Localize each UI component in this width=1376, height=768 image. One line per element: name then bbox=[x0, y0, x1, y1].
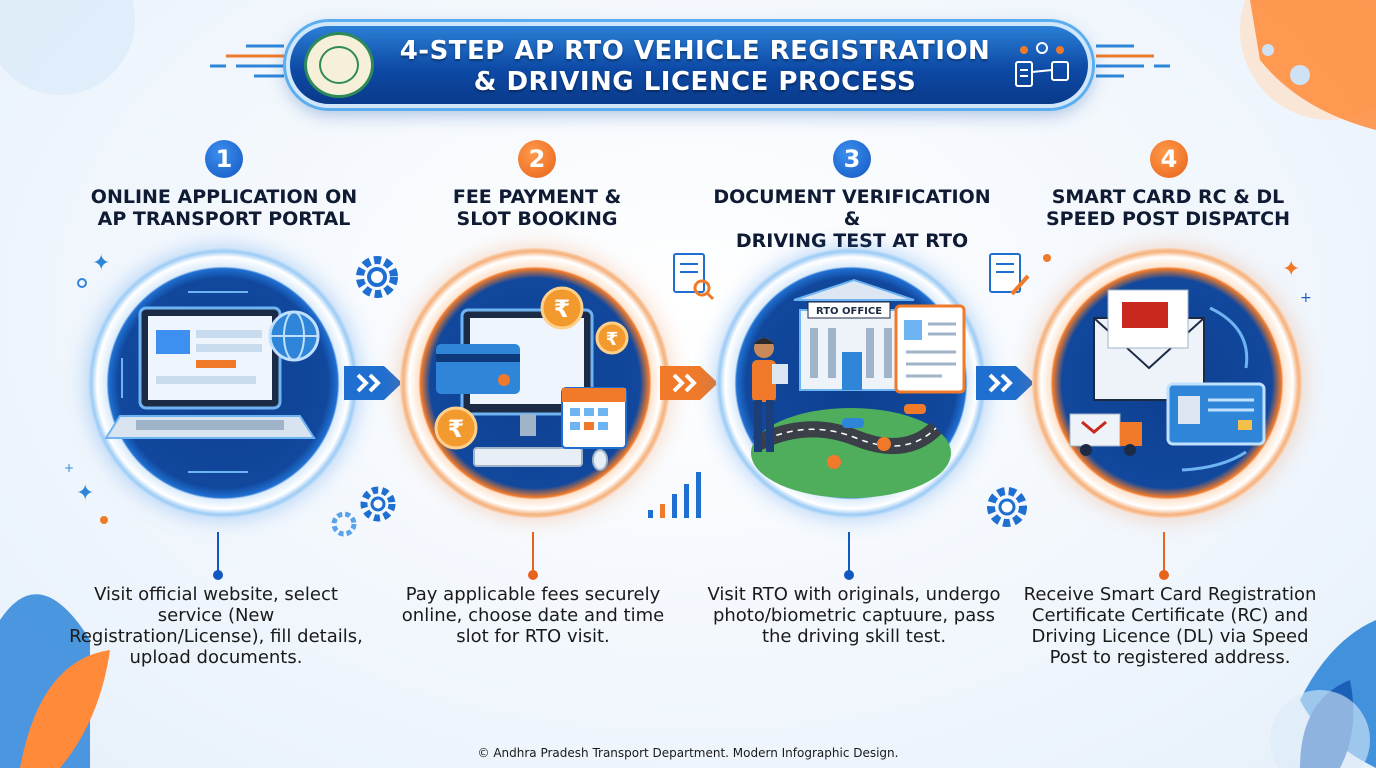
step-1-heading: ONLINE APPLICATION ON AP TRANSPORT PORTA… bbox=[90, 186, 358, 230]
svg-text:✦: ✦ bbox=[76, 481, 94, 506]
workflow-icon bbox=[1015, 42, 1069, 87]
step-4-connector bbox=[1159, 532, 1169, 580]
banner-left-lines bbox=[210, 44, 284, 78]
speed-post-card-icon bbox=[1032, 248, 1302, 518]
laptop-globe-icon bbox=[88, 248, 358, 518]
step-4-heading: SMART CARD RC & DL SPEED POST DISPATCH bbox=[1045, 186, 1291, 230]
step-2-heading: FEE PAYMENT & SLOT BOOKING bbox=[452, 186, 622, 230]
step-2-connector bbox=[528, 532, 538, 580]
footer-copyright: © Andhra Pradesh Transport Department. M… bbox=[477, 746, 899, 760]
gear-icon bbox=[331, 511, 357, 537]
svg-text:₹: ₹ bbox=[448, 415, 465, 443]
payment-calendar-icon: ₹ ₹ ₹ bbox=[400, 248, 670, 518]
title-line-1: 4-STEP AP RTO VEHICLE REGISTRATION bbox=[399, 36, 991, 66]
gear-icon bbox=[987, 487, 1027, 527]
bar-chart-icon bbox=[648, 472, 701, 518]
chevron-right-icon bbox=[976, 366, 1034, 400]
page-title: 4-STEP AP RTO VEHICLE REGISTRATION & DRI… bbox=[385, 36, 1005, 98]
banner-right-lines bbox=[1096, 44, 1170, 78]
svg-text:₹: ₹ bbox=[554, 295, 571, 323]
step-1-description: Visit official website, select service (… bbox=[69, 584, 363, 668]
step-2-description: Pay applicable fees securely online, cho… bbox=[401, 584, 665, 647]
chevron-right-icon bbox=[344, 366, 402, 400]
step-4-number: 4 bbox=[1150, 140, 1188, 178]
step-1-connector bbox=[213, 532, 223, 580]
step-2-number: 2 bbox=[518, 140, 556, 178]
rto-office-icon: RTO OFFICE bbox=[716, 248, 986, 518]
step-3-number: 3 bbox=[833, 140, 871, 178]
svg-text:+: + bbox=[64, 461, 74, 475]
step-3-connector bbox=[844, 532, 854, 580]
document-edit-icon bbox=[989, 253, 1030, 296]
step-1-number: 1 bbox=[205, 140, 243, 178]
svg-text:+: + bbox=[1300, 290, 1312, 306]
svg-text:₹: ₹ bbox=[606, 329, 619, 350]
gear-icon bbox=[360, 486, 396, 522]
svg-text:✦: ✦ bbox=[92, 251, 110, 276]
step-4-description: Receive Smart Card Registration Certific… bbox=[1023, 584, 1317, 668]
document-search-icon bbox=[673, 253, 715, 301]
title-line-2: & DRIVING LICENCE PROCESS bbox=[473, 67, 917, 97]
ap-seal-icon bbox=[304, 32, 374, 98]
rto-office-sign: RTO OFFICE bbox=[816, 306, 882, 317]
header-banner: 4-STEP AP RTO VEHICLE REGISTRATION & DRI… bbox=[286, 22, 1092, 108]
svg-text:✦: ✦ bbox=[1282, 257, 1300, 282]
chevron-right-icon bbox=[660, 366, 718, 400]
gear-icon bbox=[356, 256, 398, 298]
step-3-description: Visit RTO with originals, undergo photo/… bbox=[707, 584, 1001, 647]
